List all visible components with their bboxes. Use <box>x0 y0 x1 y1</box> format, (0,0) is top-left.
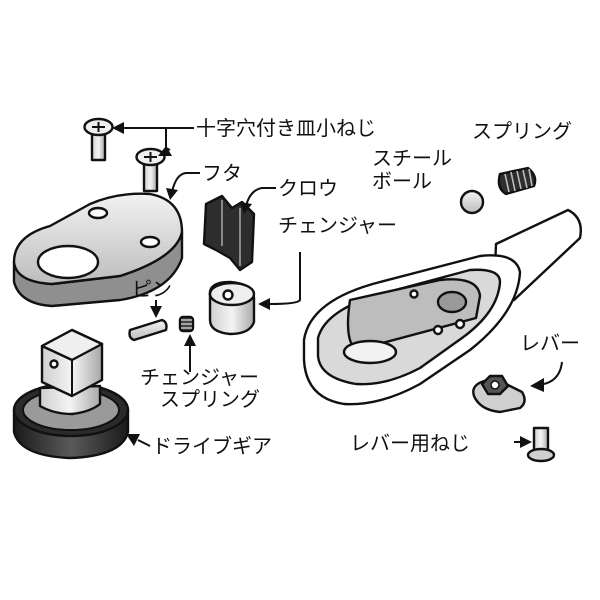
label-changer: チェンジャー <box>278 213 397 237</box>
label-lid: フタ <box>202 161 242 185</box>
label-changer-spring-line1: チェンジャー <box>140 365 259 389</box>
drive-gear <box>12 328 130 460</box>
lid-plate <box>12 192 184 308</box>
lever <box>472 374 526 414</box>
label-pin: ピン <box>132 277 172 301</box>
changer <box>208 280 256 336</box>
label-lever-screw: レバー用ねじ <box>350 431 470 455</box>
steel-ball <box>459 189 485 215</box>
label-drive-gear: ドライブギア <box>152 434 272 458</box>
flat-head-screw-1 <box>83 117 114 162</box>
lever-screw <box>526 426 556 463</box>
label-changer-spring-line2: スプリング <box>160 387 260 411</box>
coil-spring <box>497 166 537 196</box>
flat-head-screw-2 <box>135 147 166 193</box>
pin <box>128 318 168 342</box>
label-pawl: クロウ <box>278 176 338 200</box>
label-lever: レバー <box>520 331 580 355</box>
label-screws-plate: 十字穴付き皿小ねじ <box>196 116 376 140</box>
leader-lines <box>112 122 563 448</box>
changer-spring <box>178 315 195 333</box>
ratchet-body <box>302 208 582 406</box>
pawl <box>202 194 256 272</box>
label-steel-ball-line2: ボール <box>372 169 432 193</box>
label-spring: スプリング <box>472 119 572 143</box>
label-steel-ball-line1: スチール <box>372 146 452 170</box>
